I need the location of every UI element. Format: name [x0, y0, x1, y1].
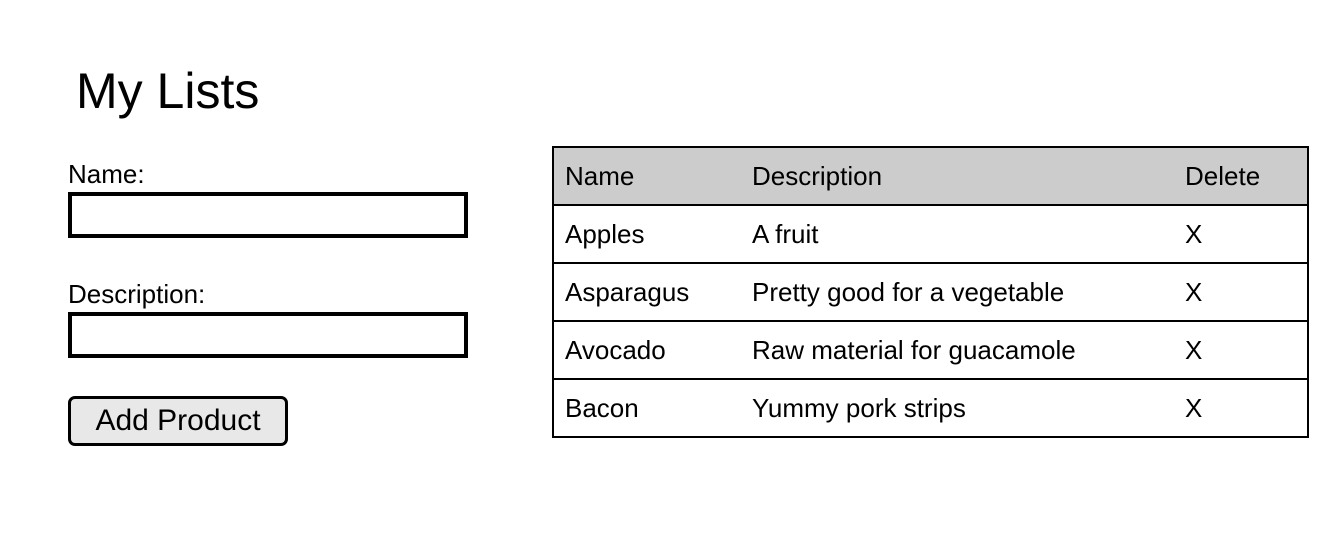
table-header-row: Name Description Delete [552, 146, 1309, 206]
description-field-group: Description: [68, 278, 488, 358]
product-name-cell: Apples [552, 204, 741, 264]
product-name-cell: Asparagus [552, 262, 741, 322]
product-name-cell: Bacon [552, 378, 741, 438]
delete-button[interactable]: X [1174, 378, 1309, 438]
product-table-container: Name Description Delete Apples A fruit X… [552, 146, 1309, 438]
add-product-form: Name: Description: [68, 158, 488, 358]
name-label: Name: [68, 159, 145, 189]
name-input[interactable] [68, 192, 468, 238]
page-title: My Lists [76, 63, 260, 119]
table-row: Avocado Raw material for guacamole X [552, 320, 1309, 380]
delete-button[interactable]: X [1174, 204, 1309, 264]
column-header-description: Description [741, 146, 1174, 206]
name-field-group: Name: [68, 158, 488, 238]
product-description-cell: Pretty good for a vegetable [741, 262, 1174, 322]
product-table: Name Description Delete Apples A fruit X… [552, 146, 1309, 438]
column-header-delete: Delete [1174, 146, 1309, 206]
product-description-cell: A fruit [741, 204, 1174, 264]
description-input[interactable] [68, 312, 468, 358]
delete-button[interactable]: X [1174, 262, 1309, 322]
table-row: Bacon Yummy pork strips X [552, 378, 1309, 438]
table-row: Asparagus Pretty good for a vegetable X [552, 262, 1309, 322]
product-description-cell: Raw material for guacamole [741, 320, 1174, 380]
table-row: Apples A fruit X [552, 204, 1309, 264]
delete-button[interactable]: X [1174, 320, 1309, 380]
description-label: Description: [68, 279, 206, 309]
product-description-cell: Yummy pork strips [741, 378, 1174, 438]
add-product-button[interactable]: Add Product [68, 396, 288, 446]
product-name-cell: Avocado [552, 320, 741, 380]
column-header-name: Name [552, 146, 741, 206]
